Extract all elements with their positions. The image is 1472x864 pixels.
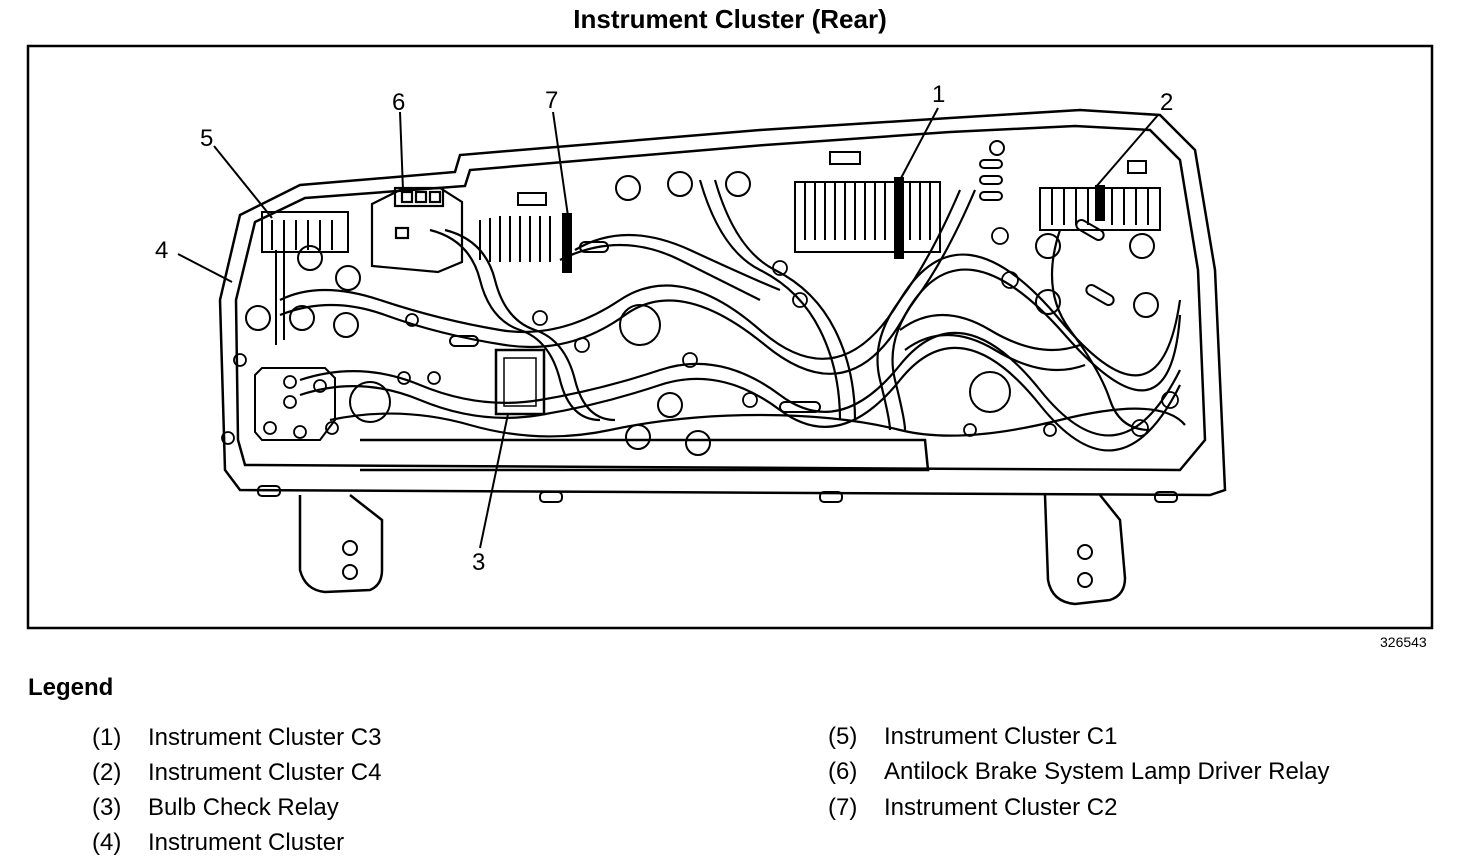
callout-3: 3: [472, 549, 485, 576]
legend-item-label: Antilock Brake System Lamp Driver Relay: [884, 758, 1330, 785]
legend-item-number: (4): [92, 829, 122, 856]
figure-id: 326543: [1380, 634, 1427, 650]
bracket-holes: [342, 140, 1093, 588]
legend-item-label: Instrument Cluster C2: [884, 794, 1118, 821]
slot-openings: [449, 151, 1147, 413]
bulb-sockets: [245, 171, 1159, 456]
callout-1: 1: [932, 81, 945, 108]
legend-item-number: (2): [92, 759, 122, 786]
callout-4: 4: [155, 237, 168, 264]
cluster-housing: [218, 108, 1227, 606]
callout-7: 7: [545, 87, 558, 114]
connector-c3: [794, 177, 941, 259]
legend-item-label: Instrument Cluster C1: [884, 723, 1118, 750]
instrument-cluster-drawing: 1 2 3 4 5 6 7: [26, 44, 1434, 630]
legend-item-number: (5): [828, 723, 858, 750]
legend-item-label: Instrument Cluster C4: [148, 759, 382, 786]
legend-item-number: (1): [92, 724, 122, 751]
connector-c1: [261, 211, 349, 345]
callout-2: 2: [1160, 89, 1173, 116]
legend-item-number: (7): [828, 794, 858, 821]
circuit-traces: [279, 179, 1186, 452]
diagram-title: Instrument Cluster (Rear): [573, 4, 887, 34]
legend-item-label: Instrument Cluster C3: [148, 724, 382, 751]
terminal-pads: [221, 227, 1179, 445]
callout-5: 5: [200, 125, 213, 152]
legend-item-label: Instrument Cluster: [148, 829, 345, 856]
bulb-check-relay: [494, 348, 546, 416]
mounting-slots: [257, 485, 1178, 503]
connector-c4: [1039, 185, 1161, 231]
gauge-pad: [254, 367, 336, 441]
legend-item-number: (6): [828, 758, 858, 785]
leader-lines: [177, 107, 1159, 549]
legend-heading: Legend: [28, 674, 114, 701]
legend-item-label: Bulb Check Relay: [148, 794, 339, 821]
legend-item-number: (3): [92, 794, 122, 821]
connector-c2: [479, 213, 572, 273]
figure-frame: [26, 44, 1434, 630]
callout-6: 6: [392, 89, 405, 116]
abs-relay: [370, 186, 464, 274]
